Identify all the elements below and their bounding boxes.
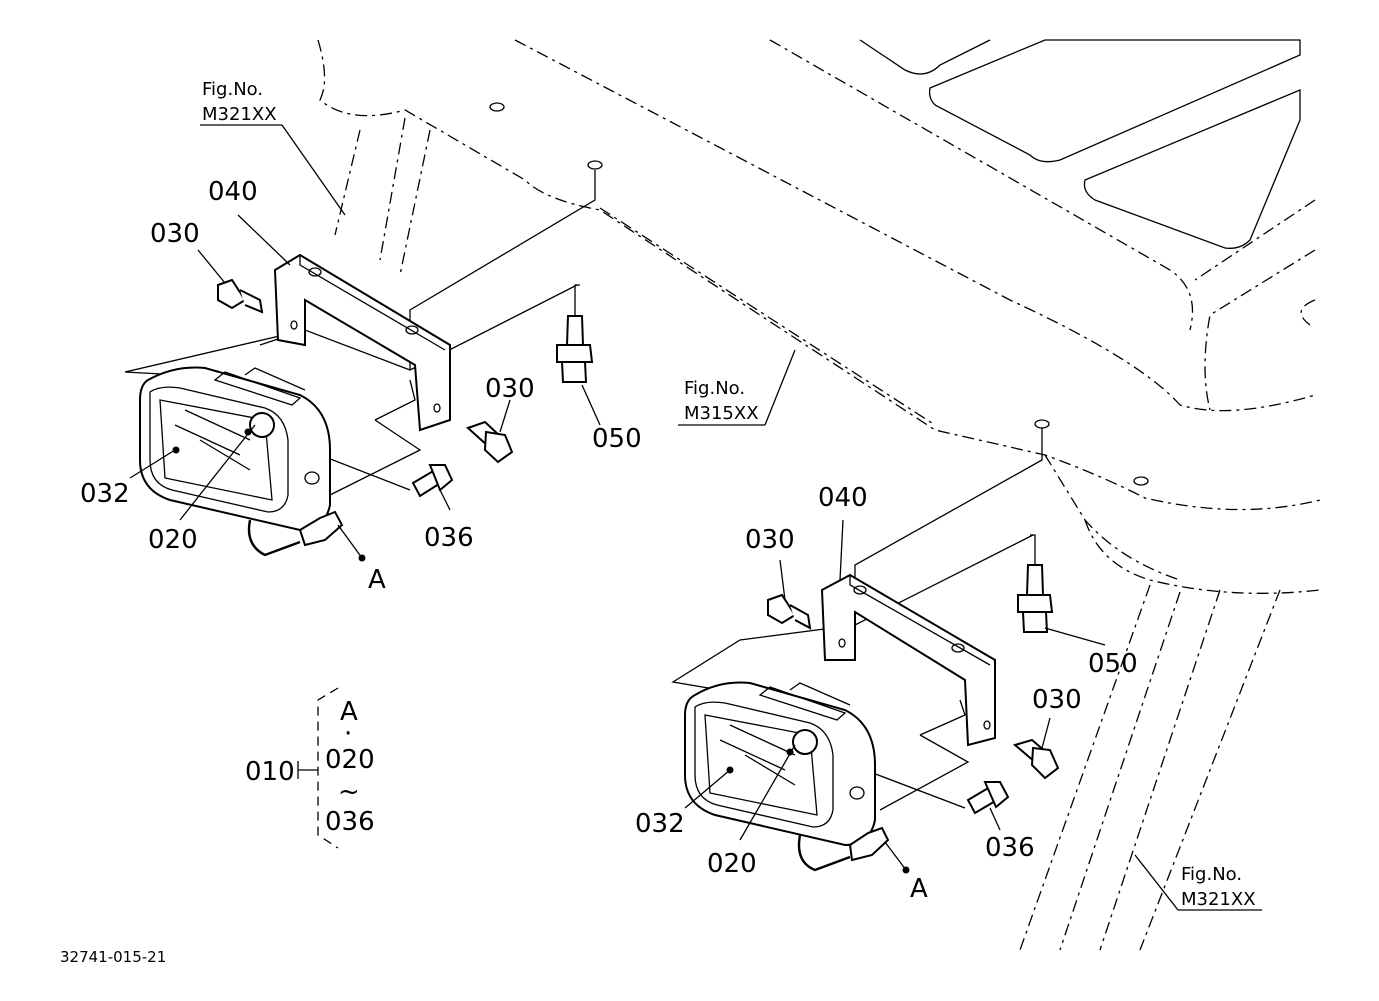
part-label-connector: A <box>910 874 928 904</box>
part-label-connector: A <box>368 565 386 595</box>
assembly-item: ~ <box>338 777 360 807</box>
assembly-item: · <box>344 719 352 749</box>
drawing-number: 32741-015-21 <box>60 948 166 966</box>
left-lamp-assembly <box>124 170 601 562</box>
ref-label: Fig.No. <box>1181 864 1242 885</box>
part-label-bolt: 030 <box>150 219 200 249</box>
bolt-030-left-right <box>466 420 514 464</box>
part-label-lamp: 032 <box>635 809 685 839</box>
ref-label: M321XX <box>1181 889 1256 910</box>
labels: Fig.No. M321XX Fig.No. M315XX Fig.No. M3… <box>60 79 1256 966</box>
bracket-040-right <box>820 573 996 747</box>
bracket-040-left <box>273 253 451 432</box>
stud-050-right <box>1017 564 1054 633</box>
assembly-item: 020 <box>325 745 375 775</box>
assembly-bracket-010 <box>297 687 339 849</box>
part-label-bulb: 020 <box>148 525 198 555</box>
part-label-stud: 050 <box>592 424 642 454</box>
part-label-bulb: 020 <box>707 849 757 879</box>
stud-050-left <box>556 315 594 383</box>
reference-leaders <box>200 124 1262 911</box>
ref-label: Fig.No. <box>202 79 263 100</box>
part-label-screw: 036 <box>424 523 474 553</box>
bulb-020-right <box>786 729 818 756</box>
bolt-030-right-right <box>1012 738 1060 780</box>
screw-036-right <box>966 781 1010 815</box>
bolt-030-left-top <box>217 278 264 314</box>
assembly-label: 010 <box>245 757 295 787</box>
part-label-stud: 050 <box>1088 649 1138 679</box>
work-lamp-032-left <box>139 366 366 562</box>
part-label-bracket: 040 <box>208 177 258 207</box>
cab-roof-outline <box>317 39 1321 951</box>
part-label-bolt: 030 <box>1032 685 1082 715</box>
ref-label: Fig.No. <box>684 378 745 399</box>
screw-036-left <box>411 464 454 498</box>
ref-label: M315XX <box>684 403 759 424</box>
assembly-item: 036 <box>325 807 375 837</box>
work-lamp-032-right <box>684 681 910 874</box>
bulb-020-left <box>244 412 275 438</box>
part-label-screw: 036 <box>985 833 1035 863</box>
part-label-bracket: 040 <box>818 483 868 513</box>
part-label-bolt: 030 <box>485 374 535 404</box>
right-lamp-assembly <box>671 428 1106 874</box>
part-label-bolt: 030 <box>745 525 795 555</box>
ref-label: M321XX <box>202 104 277 125</box>
bolt-030-right-top <box>767 593 812 630</box>
assembly-item: A <box>340 697 358 727</box>
part-label-lamp: 032 <box>80 479 130 509</box>
